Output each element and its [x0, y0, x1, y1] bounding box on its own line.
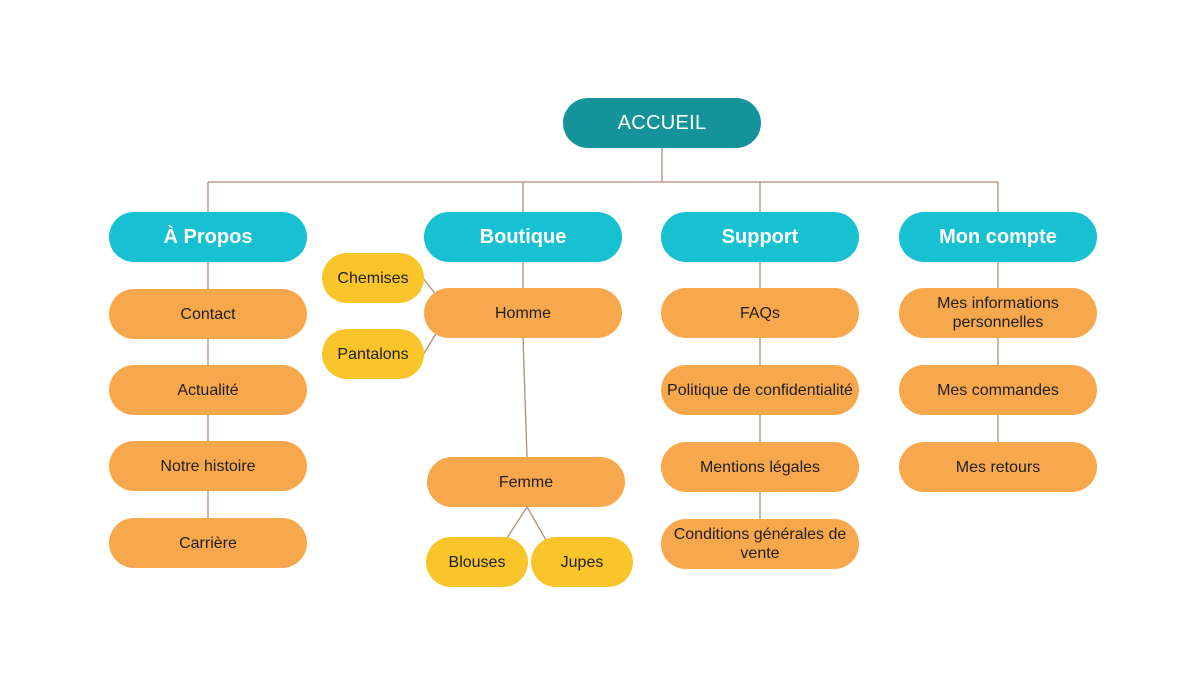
page-node-notre-histoire: Notre histoire [109, 441, 307, 491]
subpage-label: Chemises [337, 269, 409, 287]
section-label: Mon compte [939, 225, 1057, 248]
page-node-contact: Contact [109, 289, 307, 339]
section-label: Boutique [479, 225, 567, 248]
page-label: Notre histoire [160, 457, 256, 475]
page-node-mes-informations-personnelles: Mes informations personnelles [899, 288, 1097, 338]
connector-line [506, 506, 528, 539]
page-label: Femme [498, 473, 554, 491]
root-label: ACCUEIL [617, 111, 707, 134]
root-node-accueil: ACCUEIL [563, 98, 761, 148]
page-node-mentions-legales: Mentions légales [661, 442, 859, 492]
section-label: À Propos [163, 225, 253, 248]
subpage-node-blouses: Blouses [426, 537, 528, 587]
connector-line [526, 506, 547, 541]
section-mon-compte: Mon compte [899, 212, 1097, 262]
subpage-node-jupes: Jupes [531, 537, 633, 587]
subpage-label: Pantalons [337, 345, 409, 363]
page-node-conditions-generales-de-vente: Conditions générales de vente [661, 519, 859, 569]
subpage-node-pantalons: Pantalons [322, 329, 424, 379]
subpage-label: Blouses [448, 553, 506, 571]
subpage-node-chemises: Chemises [322, 253, 424, 303]
page-node-femme: Femme [427, 457, 625, 507]
page-node-mes-retours: Mes retours [899, 442, 1097, 492]
connector-line [422, 331, 438, 356]
page-label: Homme [494, 304, 551, 322]
page-node-actualite: Actualité [109, 365, 307, 415]
section-label: Support [721, 225, 799, 248]
section-support: Support [661, 212, 859, 262]
page-label: Mentions légales [699, 458, 821, 476]
section-a-propos: À Propos [109, 212, 307, 262]
page-label: FAQs [739, 304, 780, 322]
page-node-politique-de-confidentialite: Politique de confidentialité [661, 365, 859, 415]
page-label: Conditions générales de vente [673, 526, 847, 562]
connector-line [522, 337, 528, 458]
page-node-mes-commandes: Mes commandes [899, 365, 1097, 415]
subpage-label: Jupes [560, 553, 604, 571]
page-label: Actualité [177, 381, 239, 399]
page-label: Politique de confidentialité [667, 381, 853, 399]
section-boutique: Boutique [424, 212, 622, 262]
page-label: Carrière [179, 534, 237, 552]
page-node-homme: Homme [424, 288, 622, 338]
page-node-faqs: FAQs [661, 288, 859, 338]
page-node-carriere: Carrière [109, 518, 307, 568]
page-label: Mes retours [955, 458, 1041, 476]
page-label: Mes informations personnelles [937, 295, 1059, 331]
page-label: Contact [180, 305, 236, 323]
page-label: Mes commandes [937, 381, 1059, 399]
